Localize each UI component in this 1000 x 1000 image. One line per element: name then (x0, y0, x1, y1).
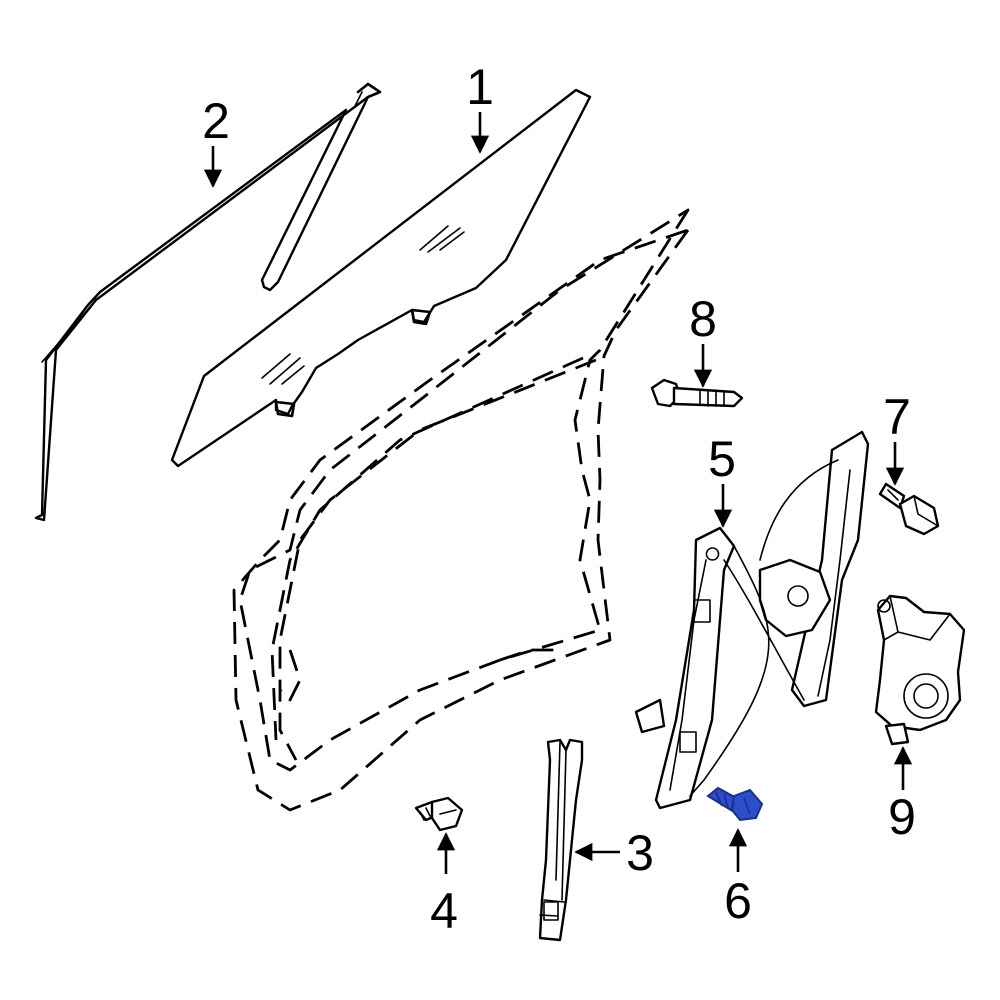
callout-2: 2 (202, 93, 230, 149)
part-glass-run-channel[interactable] (34, 82, 382, 522)
part-run-channel-bracket[interactable] (538, 738, 584, 942)
callout-7: 7 (883, 389, 911, 445)
part-bolt-8[interactable] (650, 378, 744, 408)
callout-3: 3 (626, 825, 654, 881)
callout-6: 6 (724, 873, 752, 929)
callout-9: 9 (888, 789, 916, 845)
callout-5: 5 (708, 431, 736, 487)
part-bolt-6-highlighted[interactable] (706, 786, 764, 822)
callout-1: 1 (466, 59, 494, 115)
door-frame-outline (232, 208, 690, 812)
callout-labels: 1 2 3 4 5 6 7 8 9 (202, 59, 916, 939)
callout-arrows (203, 112, 913, 874)
part-window-regulator[interactable] (634, 430, 870, 810)
part-door-glass[interactable] (170, 88, 592, 468)
callout-4: 4 (430, 883, 458, 939)
callout-8: 8 (689, 291, 717, 347)
part-bolt-7[interactable] (878, 482, 940, 536)
part-bolt-4[interactable] (414, 796, 464, 832)
part-window-motor[interactable] (874, 594, 966, 746)
